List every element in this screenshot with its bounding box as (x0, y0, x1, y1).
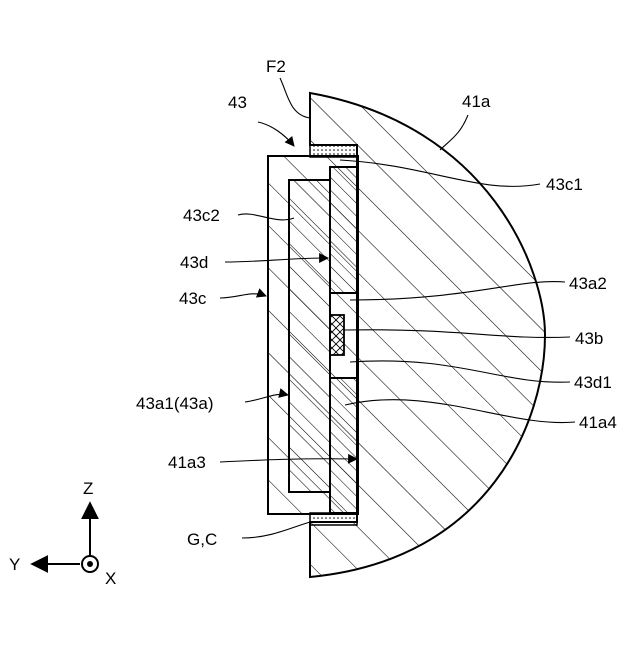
leader-F2 (280, 78, 310, 118)
leader-41a (440, 115, 468, 150)
emitter-43b (330, 315, 344, 355)
axis-indicator: Z Y X (9, 479, 116, 588)
label-43a2: 43a2 (569, 274, 607, 293)
leader-43 (258, 122, 294, 146)
label-41a3: 41a3 (168, 453, 206, 472)
label-41a4: 41a4 (579, 413, 617, 432)
leader-GC (242, 522, 310, 538)
axis-x-dot (87, 561, 93, 567)
label-43b: 43b (575, 329, 603, 348)
spacer-43d1-lower (330, 378, 358, 513)
label-GC: G,C (187, 530, 217, 549)
label-43d: 43d (180, 253, 208, 272)
label-43c: 43c (179, 289, 207, 308)
label-F2: F2 (266, 57, 286, 76)
spacer-43d-upper (330, 167, 358, 293)
label-43: 43 (228, 93, 247, 112)
axis-x-label: X (105, 569, 116, 588)
axis-y-label: Y (9, 555, 20, 574)
label-43c2: 43c2 (183, 206, 220, 225)
label-43c1: 43c1 (546, 175, 583, 194)
label-43d1: 43d1 (574, 373, 612, 392)
label-43a1: 43a1(43a) (136, 394, 214, 413)
axis-z-label: Z (83, 479, 93, 498)
label-41a: 41a (462, 92, 491, 111)
substrate-43a1 (289, 180, 330, 492)
leader-43c (220, 294, 266, 298)
